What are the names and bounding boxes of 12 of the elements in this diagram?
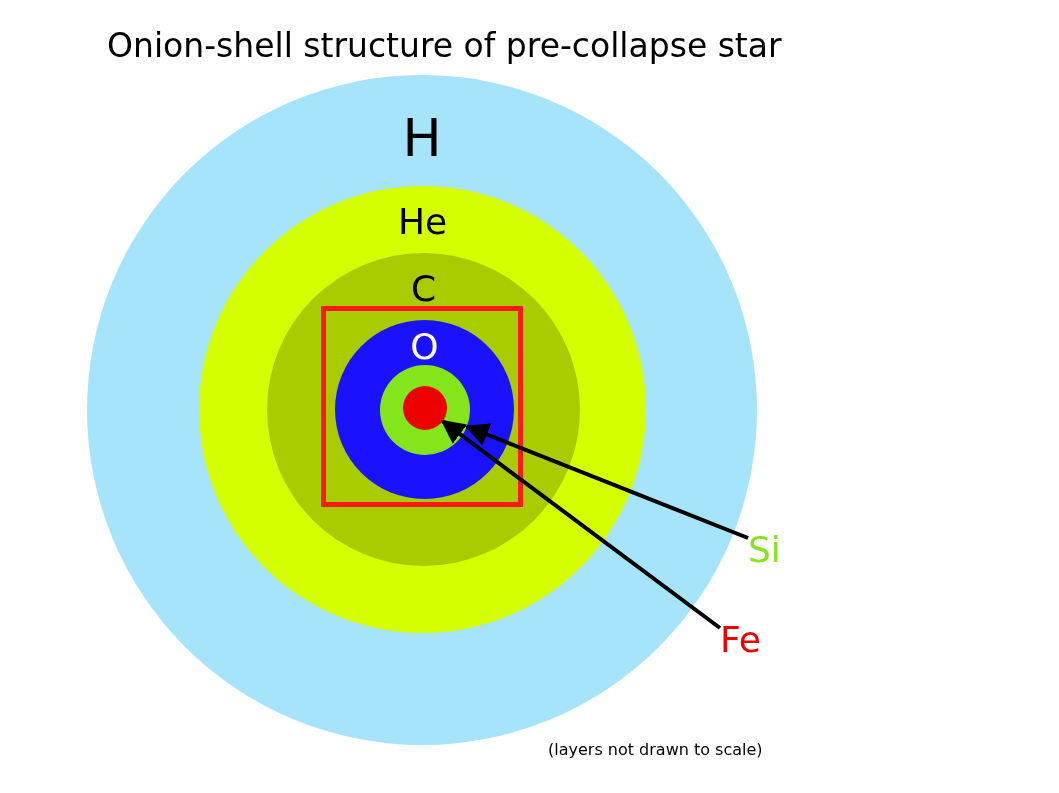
highlight-frame <box>321 306 523 507</box>
leader-arrow <box>464 423 749 540</box>
layer-label: O <box>409 329 440 365</box>
iron-core <box>403 386 447 430</box>
diagram-title: Onion-shell structure of pre-collapse star <box>107 26 782 65</box>
note: (layers not drawn to scale) <box>548 740 763 759</box>
element-label: Fe <box>720 622 761 658</box>
layer-label: H <box>401 112 443 164</box>
leader-arrow <box>440 419 722 630</box>
layer-label: He <box>396 204 449 240</box>
layer-label: C <box>409 271 438 307</box>
element-label: Si <box>748 532 781 568</box>
